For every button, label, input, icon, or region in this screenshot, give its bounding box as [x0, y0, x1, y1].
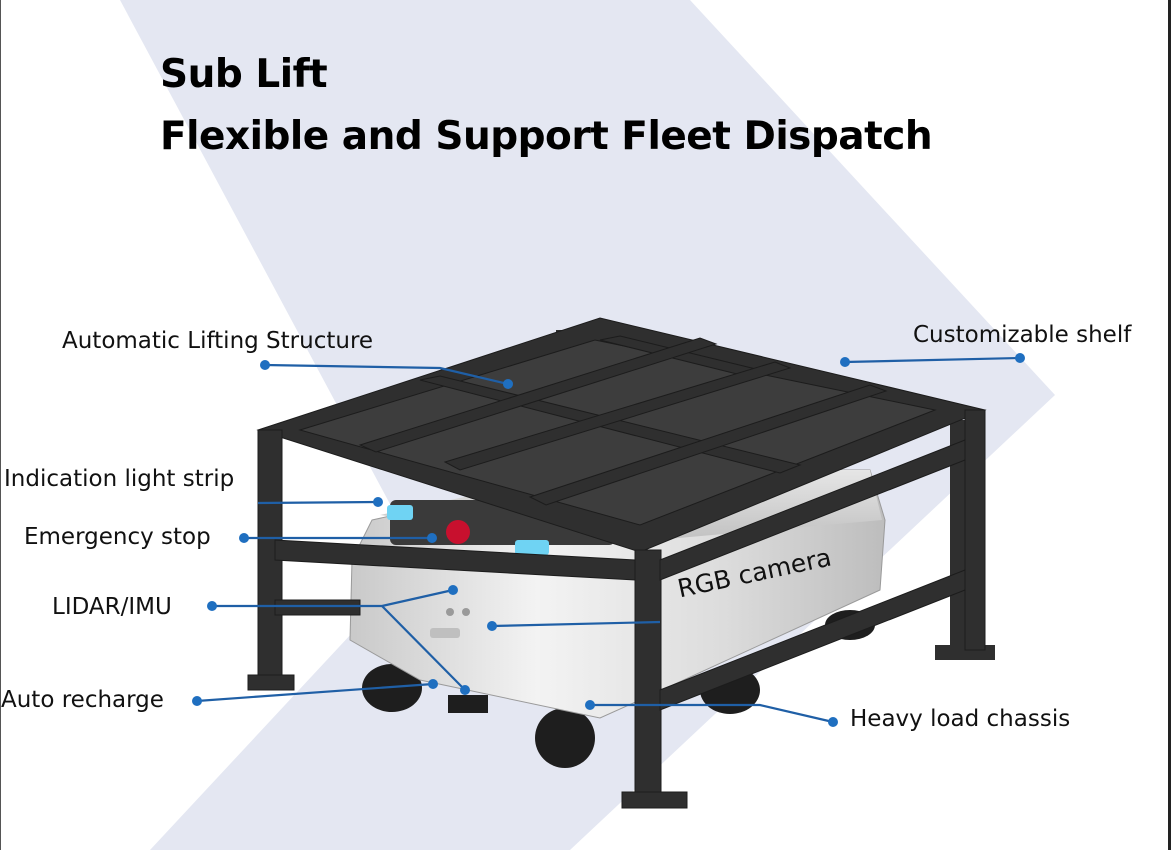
label-automatic-lifting-structure: Automatic Lifting Structure — [62, 328, 374, 354]
label-auto-recharge: Auto recharge — [1, 687, 164, 713]
callout-dot — [828, 717, 838, 727]
callout-dot — [427, 533, 437, 543]
callout-dot — [503, 379, 513, 389]
callout-dot — [1015, 353, 1025, 363]
callout-dot — [428, 679, 438, 689]
callout-dot — [207, 601, 217, 611]
left-frame-border — [0, 0, 1, 850]
label-emergency-stop: Emergency stop — [24, 524, 211, 550]
callout-dot — [239, 533, 249, 543]
callout-dot — [448, 585, 458, 595]
right-frame-border — [1168, 0, 1171, 850]
callout-dot — [585, 700, 595, 710]
shelf-frame — [247, 317, 987, 809]
callout-dot — [460, 685, 470, 695]
title-line-1: Sub Lift — [160, 52, 328, 97]
callout-dot — [487, 621, 497, 631]
label-heavy-load-chassis: Heavy load chassis — [850, 706, 1071, 732]
label-lidar-imu: LIDAR/IMU — [52, 594, 172, 620]
label-customizable-shelf: Customizable shelf — [913, 322, 1132, 348]
title-line-2: Flexible and Support Fleet Dispatch — [160, 114, 933, 159]
callout-dot — [260, 360, 270, 370]
callout-dot — [840, 357, 850, 367]
callout-dot — [373, 497, 383, 507]
callout-dot — [192, 696, 202, 706]
label-indication-light-strip: Indication light strip — [4, 466, 235, 492]
